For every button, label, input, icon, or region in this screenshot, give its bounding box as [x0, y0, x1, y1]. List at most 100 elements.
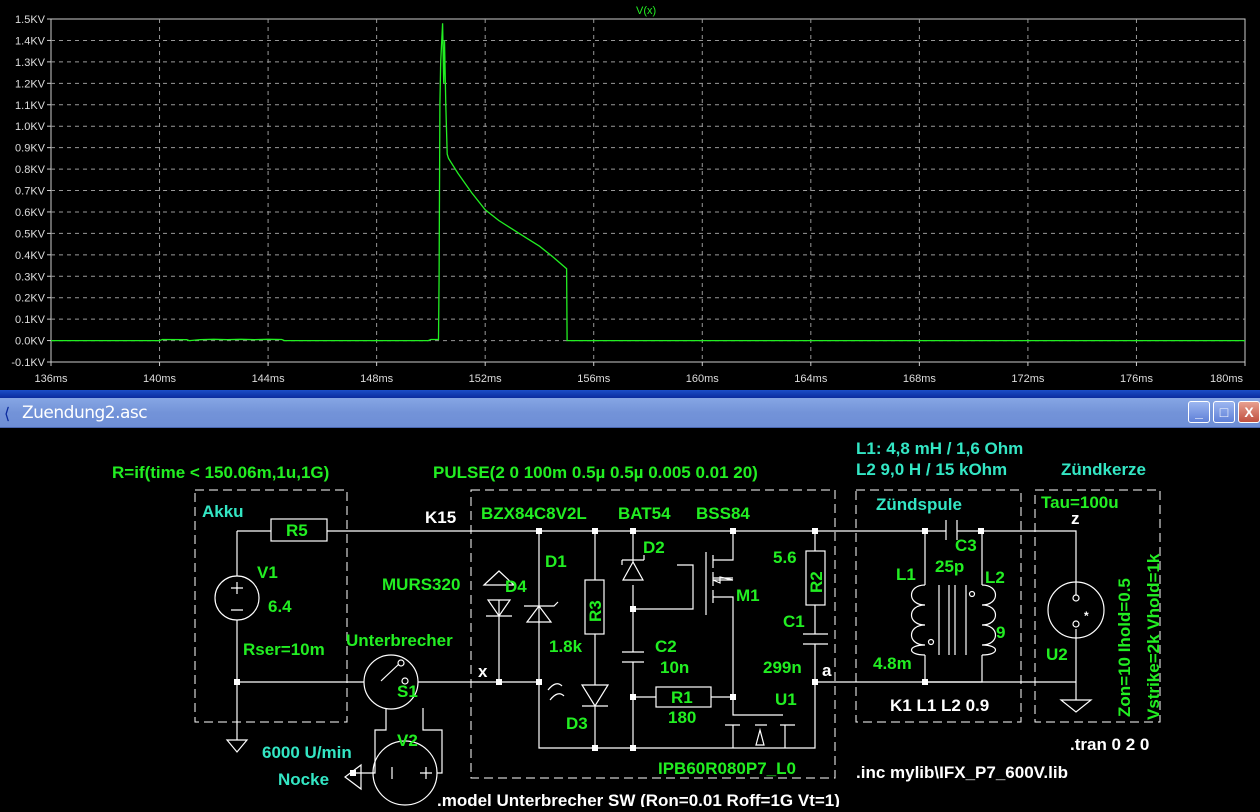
net-label-a[interactable]: a: [822, 661, 832, 680]
capacitor-c2[interactable]: [622, 651, 644, 663]
schematic-title-bar[interactable]: ⟨ Zuendung2.asc _ □ X: [0, 398, 1260, 428]
r3-label[interactable]: R3: [586, 600, 605, 622]
junction-dots: [234, 528, 984, 776]
r1-label[interactable]: R1: [671, 688, 693, 707]
net-label-z[interactable]: z: [1071, 509, 1080, 528]
resistor-r5[interactable]: [270, 518, 328, 542]
u2-tau[interactable]: Tau=100u: [1041, 493, 1119, 512]
d2-label[interactable]: D2: [643, 538, 665, 557]
d4-label[interactable]: D4: [505, 577, 527, 596]
capacitor-c1[interactable]: [803, 633, 828, 645]
u1-model[interactable]: IPB60R080P7_L0: [658, 759, 796, 778]
y-tick-label: 0.6KV: [15, 207, 46, 219]
u2-params-1[interactable]: Zon=10 Ihold=0.5: [1115, 578, 1134, 717]
m1-label[interactable]: M1: [736, 586, 760, 605]
y-tick-label: 0.8KV: [15, 164, 46, 176]
r2-label[interactable]: R2: [807, 571, 826, 593]
capacitor-c3[interactable]: [945, 520, 958, 540]
l2-value[interactable]: 9: [996, 623, 1005, 642]
l2-label[interactable]: L2: [985, 568, 1005, 587]
waveform-chart[interactable]: 1.5KV1.4KV1.3KV1.2KV1.1KV1.0KV0.9KV0.8KV…: [0, 0, 1260, 390]
resistor-r1[interactable]: [655, 686, 712, 708]
inductor-l1[interactable]: [910, 584, 935, 656]
resistor-r3[interactable]: [584, 579, 605, 635]
pulse-directive[interactable]: PULSE(2 0 100m 0.5µ 0.5µ 0.005 0.01 20): [433, 463, 758, 482]
s1-model[interactable]: Unterbrecher: [346, 631, 453, 650]
zener-diode-d1[interactable]: [524, 601, 559, 623]
voltage-source-v2[interactable]: [372, 740, 438, 806]
x-tick-label: 172ms: [1011, 373, 1045, 385]
rpm-label[interactable]: 6000 U/min: [262, 743, 352, 762]
d4-model[interactable]: MURS320: [382, 575, 460, 594]
coil-note-2[interactable]: L2 9,0 H / 15 kOhm: [856, 460, 1007, 479]
r1-value[interactable]: 180: [668, 708, 696, 727]
r3-value[interactable]: 1.8k: [549, 637, 583, 656]
c1-label[interactable]: C1: [783, 612, 805, 631]
zuendspule-label[interactable]: Zündspule: [876, 495, 962, 514]
x-tick-label: 152ms: [469, 373, 503, 385]
close-button[interactable]: X: [1238, 401, 1260, 423]
trace-label-vx[interactable]: V(x): [636, 5, 656, 17]
spark-plug-box: [1034, 489, 1161, 723]
d1-model[interactable]: BZX84C8V2L: [481, 504, 587, 523]
y-tick-label: 1.2KV: [15, 78, 46, 90]
r5-directive[interactable]: R=if(time < 150.06m,1u,1G): [112, 463, 329, 482]
m1-model[interactable]: BSS84: [696, 504, 750, 523]
u2-label[interactable]: U2: [1046, 645, 1068, 664]
d3-label[interactable]: D3: [566, 714, 588, 733]
r5-label[interactable]: R5: [286, 521, 308, 540]
l1-value[interactable]: 4.8m: [873, 654, 912, 673]
ground-icon: [1059, 699, 1093, 713]
c2-value[interactable]: 10n: [660, 658, 689, 677]
x-tick-label: 136ms: [34, 373, 68, 385]
c1-value[interactable]: 299n: [763, 658, 802, 677]
y-tick-label: 0.5KV: [15, 228, 46, 240]
s1-label[interactable]: S1: [397, 682, 418, 701]
c3-value[interactable]: 25p: [935, 557, 964, 576]
c2-label[interactable]: C2: [655, 637, 677, 656]
schottky-diode-d2[interactable]: [621, 555, 645, 581]
switch-s1[interactable]: [363, 654, 419, 710]
schematic-canvas[interactable]: * R=if(time < 150.06m,1u,1G) PULSE(2 0 1…: [0, 428, 1260, 810]
y-tick-label: 1.0KV: [15, 121, 46, 133]
ignition-coil-box: [855, 489, 1022, 723]
minimize-button[interactable]: _: [1188, 401, 1210, 423]
resistor-r2[interactable]: [805, 550, 826, 606]
diode-d4[interactable]: [482, 570, 516, 618]
x-tick-label: 180ms: [1210, 373, 1244, 385]
igbt-u1[interactable]: [725, 724, 795, 746]
include-directive[interactable]: .inc mylib\IFX_P7_600V.lib: [856, 763, 1068, 782]
v2-label[interactable]: V2: [397, 731, 418, 750]
inductor-l2[interactable]: [968, 584, 997, 656]
y-tick-label: 0.7KV: [15, 186, 46, 198]
v1-value[interactable]: 6.4: [268, 597, 292, 616]
spark-gap-u2[interactable]: *: [1047, 581, 1105, 639]
y-tick-label: 1.4KV: [15, 35, 46, 47]
voltage-source-v1[interactable]: [214, 575, 260, 621]
v1-rser[interactable]: Rser=10m: [243, 640, 325, 659]
akku-label[interactable]: Akku: [202, 502, 244, 521]
d1-label[interactable]: D1: [545, 552, 567, 571]
net-label-nocke[interactable]: Nocke: [278, 770, 329, 789]
u1-label[interactable]: U1: [775, 690, 797, 709]
v1-label[interactable]: V1: [257, 563, 278, 582]
ignition-module-box: [470, 489, 836, 779]
pane-divider[interactable]: [0, 390, 1260, 398]
net-label-k15[interactable]: K15: [425, 508, 456, 527]
r2-value[interactable]: 5.6: [773, 548, 797, 567]
c3-label[interactable]: C3: [955, 536, 977, 555]
y-tick-label: 0.3KV: [15, 271, 46, 283]
led-diode-d3[interactable]: [547, 683, 610, 708]
u2-params-2[interactable]: Vstrike=2k Vhold=1k: [1144, 553, 1163, 720]
coil-note-1[interactable]: L1: 4,8 mH / 1,6 Ohm: [856, 439, 1023, 458]
d2-model[interactable]: BAT54: [618, 504, 671, 523]
maximize-button[interactable]: □: [1213, 401, 1235, 423]
model-directive[interactable]: .model Unterbrecher SW (Ron=0.01 Roff=1G…: [437, 791, 840, 810]
tran-directive[interactable]: .tran 0 2 0: [1070, 735, 1149, 754]
zuendkerze-label[interactable]: Zündkerze: [1061, 460, 1146, 479]
l1-label[interactable]: L1: [896, 565, 916, 584]
coupling-directive[interactable]: K1 L1 L2 0.9: [890, 696, 989, 715]
mosfet-m1[interactable]: [705, 552, 734, 615]
net-label-x[interactable]: x: [478, 662, 488, 681]
